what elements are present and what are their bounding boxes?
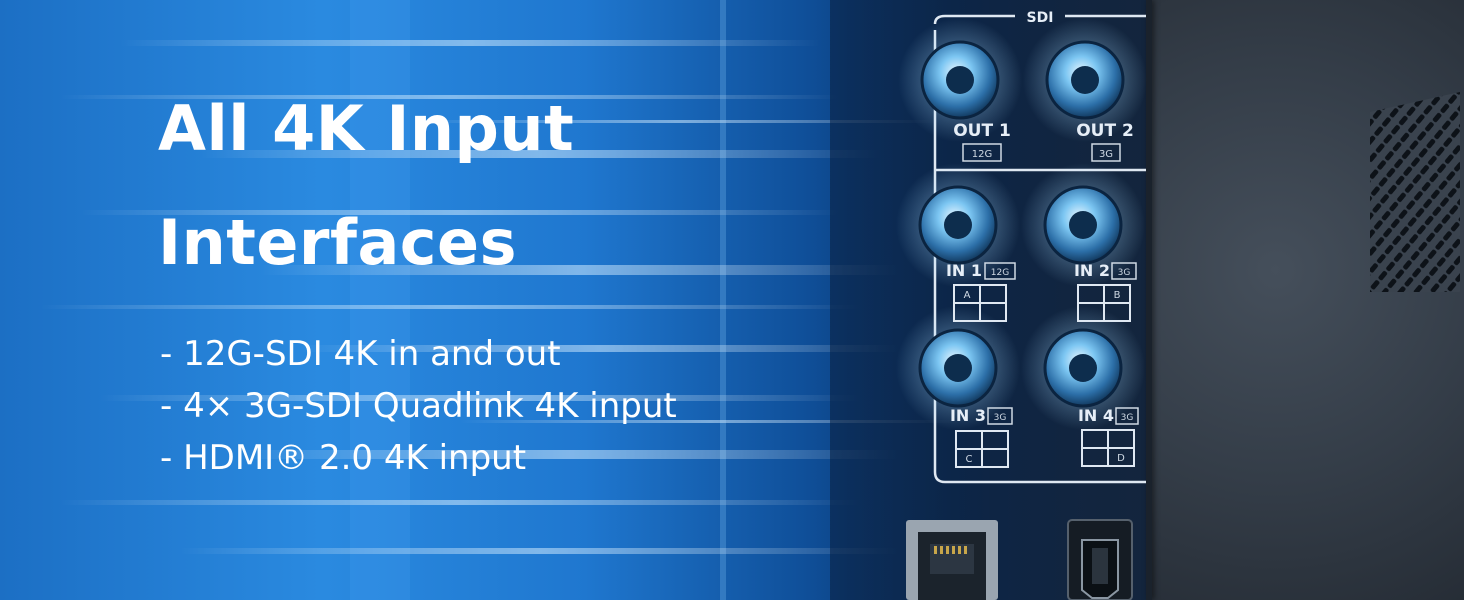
sdi-section-label: SDI — [1027, 10, 1054, 26]
in4-badge: 3G — [1121, 413, 1134, 423]
chassis-edge — [1146, 0, 1152, 600]
headline-line-2: Interfaces — [158, 206, 517, 279]
out2-label: OUT 2 — [1076, 121, 1134, 141]
in4-quad-box — [1081, 429, 1135, 467]
in1-quad-box — [953, 284, 1007, 322]
feature-item: - 12G-SDI 4K in and out — [160, 334, 561, 374]
in3-label: IN 3 — [950, 406, 986, 425]
in1-badge-box — [984, 262, 1016, 280]
in2-badge-box — [1111, 262, 1137, 280]
in1-quad-letter: A — [964, 290, 971, 301]
in3-badge: 3G — [994, 413, 1007, 423]
out2-badge: 3G — [1099, 149, 1113, 160]
in2-badge: 3G — [1118, 268, 1131, 278]
headline-line-1: All 4K Input — [158, 92, 575, 165]
in2-label: IN 2 — [1074, 261, 1110, 280]
out1-badge-box — [962, 143, 1002, 162]
ethernet-port-icon — [906, 520, 998, 600]
feature-list: - 12G-SDI 4K in and out - 4× 3G-SDI Quad… — [160, 328, 677, 484]
device-chassis — [1150, 0, 1464, 600]
feature-item: - HDMI® 2.0 4K input — [160, 438, 527, 478]
in4-quad-letter: D — [1117, 453, 1125, 464]
out1-badge: 12G — [972, 149, 992, 160]
in2-quad-box — [1077, 284, 1131, 322]
feature-item: - 4× 3G-SDI Quadlink 4K input — [160, 386, 677, 426]
vent-grille — [1370, 92, 1460, 292]
in4-label: IN 4 — [1078, 406, 1114, 425]
out2-badge-box — [1091, 143, 1121, 162]
in3-badge-box — [987, 407, 1013, 425]
out1-label: OUT 1 — [953, 121, 1011, 141]
headline: All 4K Input Interfaces — [158, 72, 574, 300]
in1-label: IN 1 — [946, 261, 982, 280]
in1-badge: 12G — [991, 268, 1009, 278]
in3-quad-letter: C — [966, 454, 973, 465]
hdmi-port-icon — [1067, 519, 1133, 600]
in3-quad-box — [955, 430, 1009, 468]
in2-quad-letter: B — [1114, 290, 1121, 301]
bnc-connectors — [896, 18, 1147, 430]
in4-badge-box — [1115, 407, 1139, 425]
